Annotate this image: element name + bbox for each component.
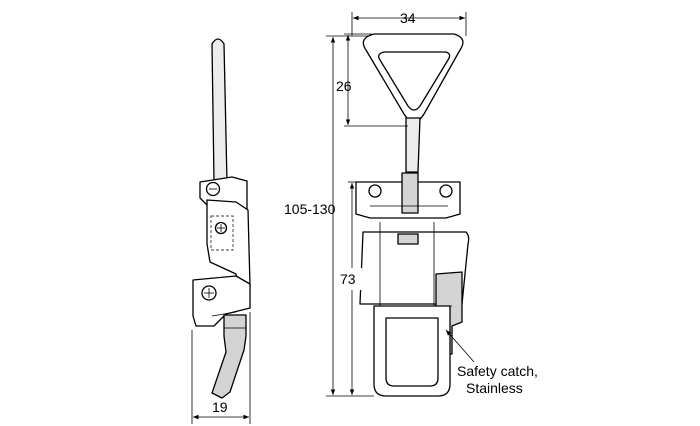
- front-hook-inner: [385, 317, 439, 387]
- dim-26-label: 26: [336, 78, 352, 94]
- callout-line2: Stainless: [466, 380, 523, 396]
- dim-105-130-label: 105-130: [284, 201, 336, 217]
- dim-26: 26: [336, 33, 408, 127]
- dim-105-130: 105-130: [284, 35, 374, 397]
- dim-19-label: 19: [212, 399, 228, 415]
- front-slot: [397, 233, 419, 245]
- front-view: [355, 33, 470, 397]
- side-lever-rod: [211, 38, 228, 183]
- dim-73: 73: [338, 181, 362, 395]
- dim-34: 34: [351, 10, 467, 36]
- side-width-dimension: 19: [191, 312, 251, 424]
- callout-line1: Safety catch,: [457, 363, 538, 379]
- side-view: [192, 38, 251, 399]
- dim-73-label: 73: [340, 271, 356, 287]
- dim-34-label: 34: [400, 10, 416, 26]
- front-right-pin: [439, 184, 453, 198]
- side-hook: [211, 314, 247, 399]
- safety-catch-callout: Safety catch, Stainless: [445, 329, 538, 396]
- front-left-pin: [368, 184, 382, 198]
- front-handle-inner: [378, 51, 451, 111]
- front-stem: [405, 117, 421, 173]
- front-collar: [401, 172, 419, 214]
- hidden-outline: [210, 215, 234, 251]
